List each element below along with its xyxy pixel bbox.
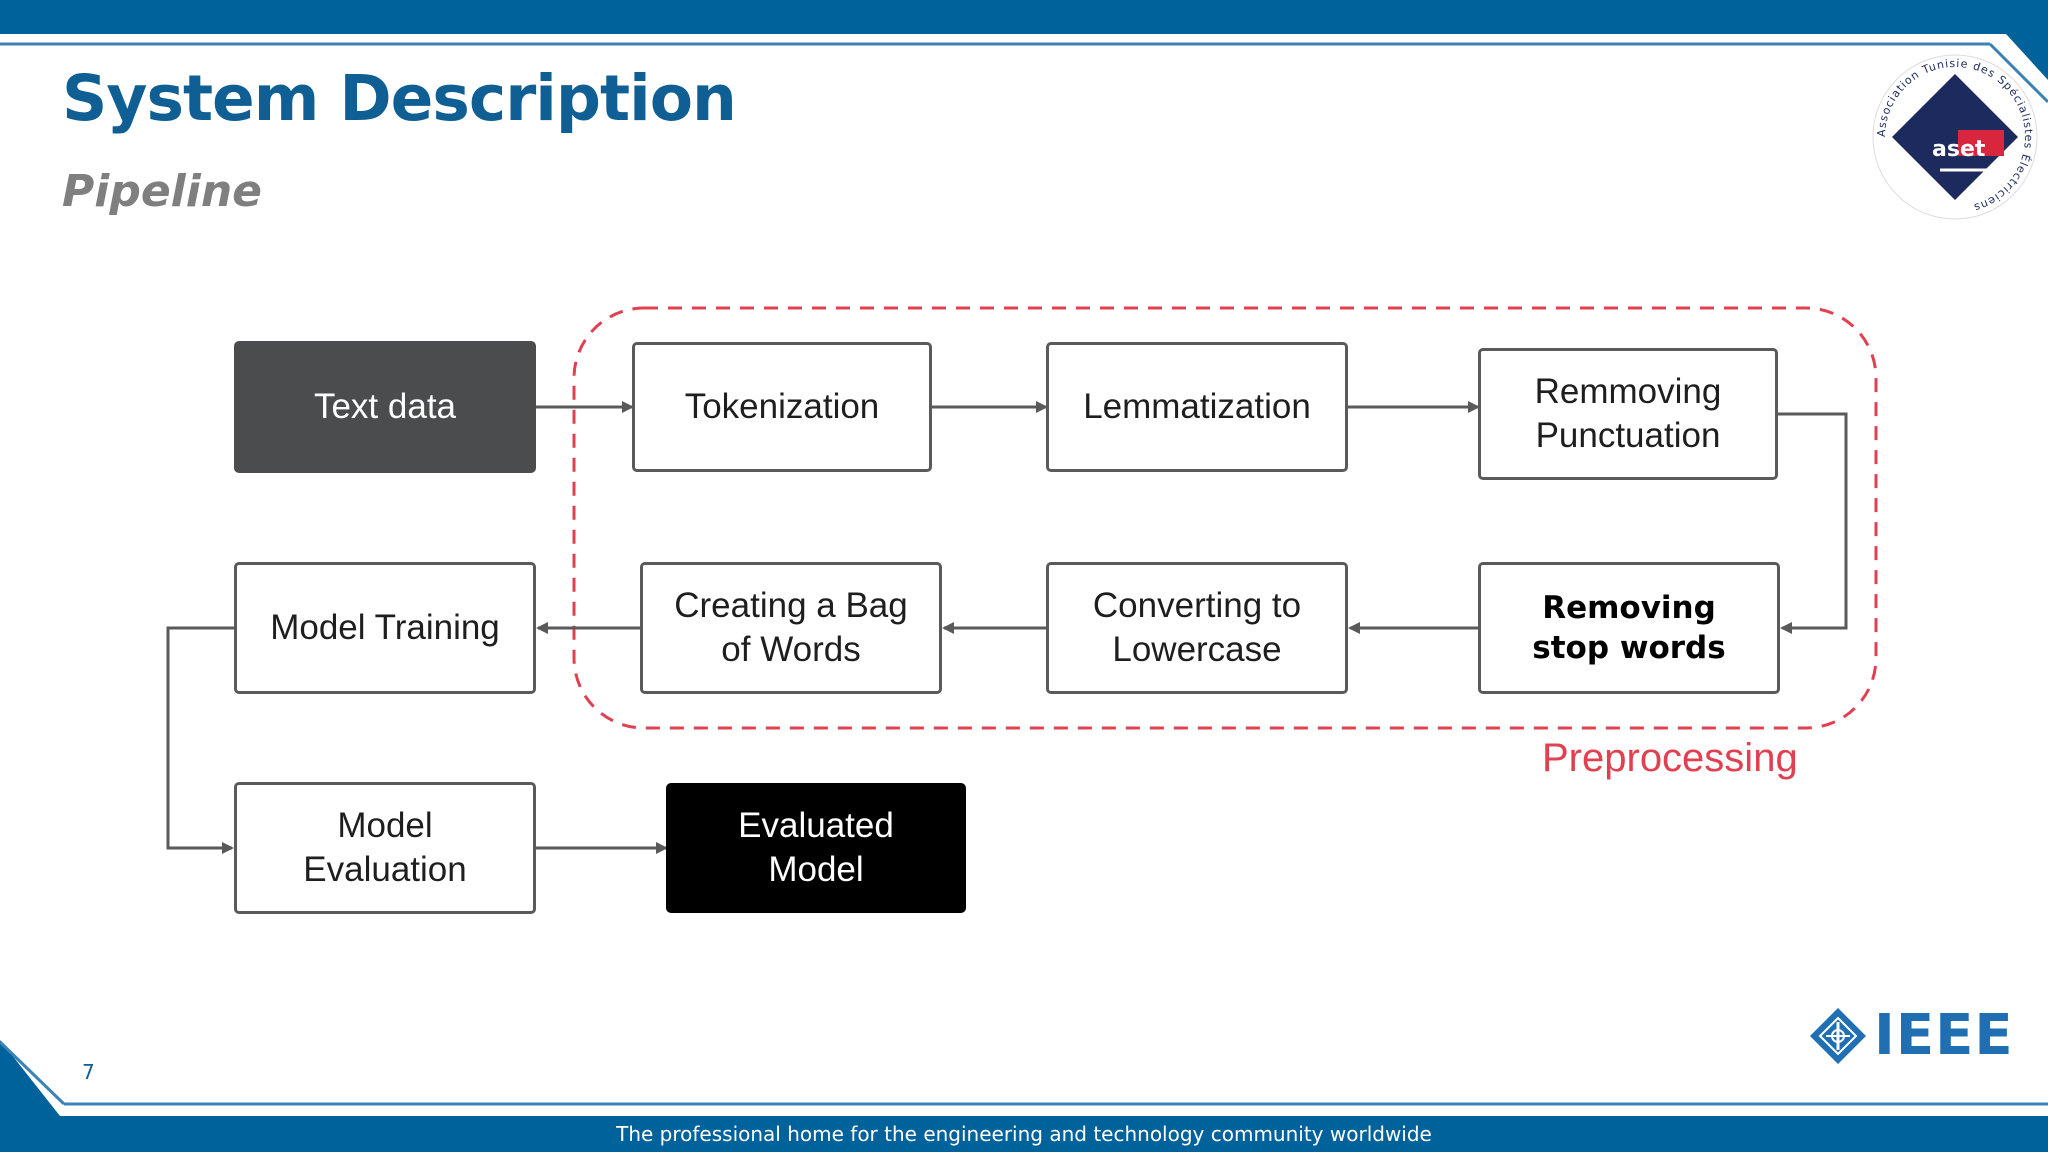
top-bar-corner: [1975, 0, 2048, 80]
ieee-logo: IEEE: [1808, 1003, 2014, 1068]
node-model-training: Model Training: [234, 562, 536, 694]
footer-bar: [0, 1116, 2048, 1152]
ieee-diamond-icon: [1810, 1007, 1866, 1064]
node-converting-lowercase: Converting to Lowercase: [1046, 562, 1348, 694]
node-evaluated-model: Evaluated Model: [666, 783, 966, 913]
node-model-evaluation: Model Evaluation: [234, 782, 536, 914]
page-title: System Description: [62, 62, 737, 135]
node-text-data: Text data: [234, 341, 536, 473]
bottom-rule-diagonal: [0, 1040, 66, 1106]
preprocessing-label: Preprocessing: [1542, 736, 1798, 780]
page-subtitle: Pipeline: [62, 166, 262, 217]
aset-letter: aset: [1932, 137, 1986, 162]
node-removing-punctuation: Remmoving Punctuation: [1478, 348, 1778, 480]
node-tokenization: Tokenization: [632, 342, 932, 472]
footer-tagline: The professional home for the engineerin…: [616, 1122, 1432, 1146]
preprocessing-group-border: [572, 306, 1878, 730]
ieee-wordmark: IEEE: [1874, 1003, 2014, 1068]
footer-bar-corner: [0, 1040, 60, 1116]
node-lemmatization: Lemmatization: [1046, 342, 1348, 472]
top-bar: [0, 0, 2048, 34]
node-bag-of-words: Creating a Bag of Words: [640, 562, 942, 694]
page-number: 7: [82, 1060, 95, 1084]
aset-logo: Association Tunisie des Spécialistes Éle…: [1870, 52, 2040, 222]
node-removing-stop-words: Removing stop words: [1478, 562, 1780, 694]
aset-logo-icon: Association Tunisie des Spécialistes Éle…: [1872, 54, 2038, 220]
edge-training-evaluation: [166, 626, 234, 854]
top-rule-diagonal: [1988, 42, 2048, 104]
edge-punctuation-stopwords: [1778, 412, 1848, 634]
